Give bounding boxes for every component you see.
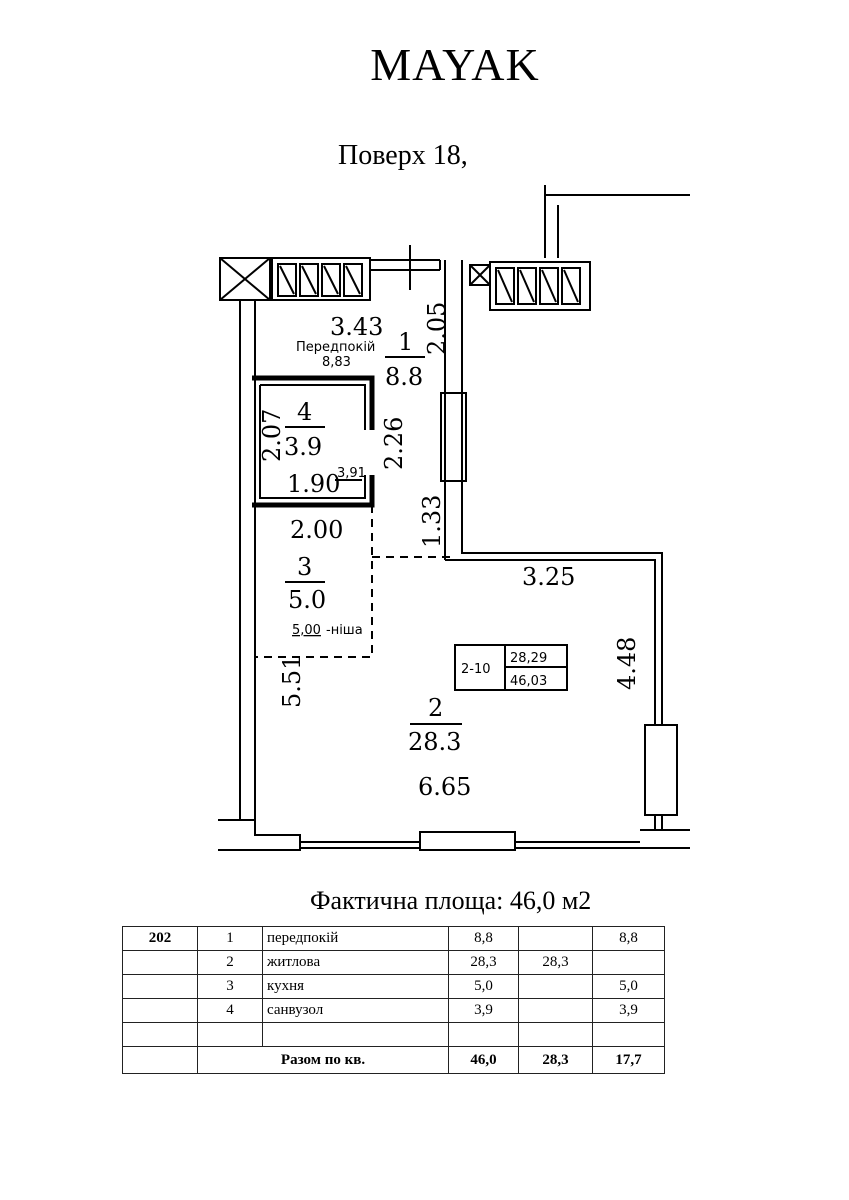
room-1-exact-area: 8,83 bbox=[322, 355, 351, 370]
room-name: кухня bbox=[262, 974, 449, 999]
tag-total: 46,03 bbox=[510, 674, 547, 689]
room-aux: 8,8 bbox=[592, 926, 665, 951]
tag-code: 2-10 bbox=[461, 662, 491, 677]
room-3-number: 3 bbox=[297, 553, 312, 581]
room-aux: 3,9 bbox=[592, 998, 665, 1023]
room-3-exact-area: 5,00 bbox=[292, 623, 321, 638]
room-4-number: 4 bbox=[297, 398, 312, 426]
tag-living: 28,29 bbox=[510, 651, 547, 666]
dim-2-07: 2.07 bbox=[258, 409, 286, 462]
room-number: 2 bbox=[197, 950, 263, 975]
room-total: 28,3 bbox=[448, 950, 519, 975]
room-name bbox=[262, 1022, 449, 1047]
room-2-number: 2 bbox=[428, 694, 443, 722]
page-title: MAYAK bbox=[370, 39, 540, 90]
room-living: 28,3 bbox=[518, 950, 593, 975]
room-total bbox=[448, 1022, 519, 1047]
dim-6-65: 6.65 bbox=[418, 773, 471, 801]
room-4-area: 3.9 bbox=[284, 433, 322, 461]
table-row: 3 кухня 5,0 5,0 bbox=[122, 974, 665, 999]
room-1-area: 8.8 bbox=[385, 363, 423, 391]
apartment-number: 202 bbox=[122, 926, 198, 951]
actual-area-label: Фактична площа: 46,0 м2 bbox=[310, 886, 592, 915]
room-1-name: Передпокій bbox=[296, 340, 375, 355]
room-number bbox=[197, 1022, 263, 1047]
room-living bbox=[518, 974, 593, 999]
dim-2-05: 2.05 bbox=[423, 302, 451, 355]
room-1-number: 1 bbox=[398, 328, 413, 356]
room-number: 4 bbox=[197, 998, 263, 1023]
room-number: 3 bbox=[197, 974, 263, 999]
area-table: 202 1 передпокій 8,8 8,8 2 житлова 28,3 … bbox=[122, 926, 665, 1074]
room-2-area: 28.3 bbox=[408, 728, 461, 756]
room-4-exact-area: 3,91 bbox=[337, 466, 366, 481]
summary-label: Разом по кв. bbox=[197, 1046, 449, 1074]
dim-3-43: 3.43 bbox=[330, 313, 383, 341]
floor-plan: 3.43 1 8.8 2.05 4 3.9 2.07 2.26 1.90 2.0… bbox=[218, 185, 690, 851]
room-total: 8,8 bbox=[448, 926, 519, 951]
room-name: санвузол bbox=[262, 998, 449, 1023]
room-name: житлова bbox=[262, 950, 449, 975]
table-row: 202 1 передпокій 8,8 8,8 bbox=[122, 926, 665, 951]
table-row: 2 житлова 28,3 28,3 bbox=[122, 950, 665, 975]
table-row bbox=[122, 1022, 665, 1047]
room-living bbox=[518, 926, 593, 951]
table-row: 4 санвузол 3,9 3,9 bbox=[122, 998, 665, 1023]
room-name: передпокій bbox=[262, 926, 449, 951]
dim-5-51: 5.51 bbox=[278, 655, 306, 708]
room-aux bbox=[592, 1022, 665, 1047]
floor-label: Поверх 18, bbox=[338, 140, 468, 171]
room-aux bbox=[592, 950, 665, 975]
room-total: 5,0 bbox=[448, 974, 519, 999]
dim-1-33: 1.33 bbox=[418, 495, 446, 548]
summary-total: 46,0 bbox=[448, 1046, 519, 1074]
summary-living: 28,3 bbox=[518, 1046, 593, 1074]
dim-3-25: 3.25 bbox=[522, 563, 575, 591]
room-aux: 5,0 bbox=[592, 974, 665, 999]
dim-2-26: 2.26 bbox=[380, 417, 408, 470]
room-living bbox=[518, 1022, 593, 1047]
dim-2-00: 2.00 bbox=[290, 516, 343, 544]
room-3-note: -ніша bbox=[326, 623, 363, 638]
summary-aux: 17,7 bbox=[592, 1046, 665, 1074]
room-total: 3,9 bbox=[448, 998, 519, 1023]
dim-1-90: 1.90 bbox=[287, 470, 340, 498]
room-number: 1 bbox=[197, 926, 263, 951]
dim-4-48: 4.48 bbox=[613, 637, 641, 690]
room-3-area: 5.0 bbox=[288, 586, 326, 614]
room-living bbox=[518, 998, 593, 1023]
summary-row: Разом по кв. 46,0 28,3 17,7 bbox=[122, 1046, 665, 1074]
